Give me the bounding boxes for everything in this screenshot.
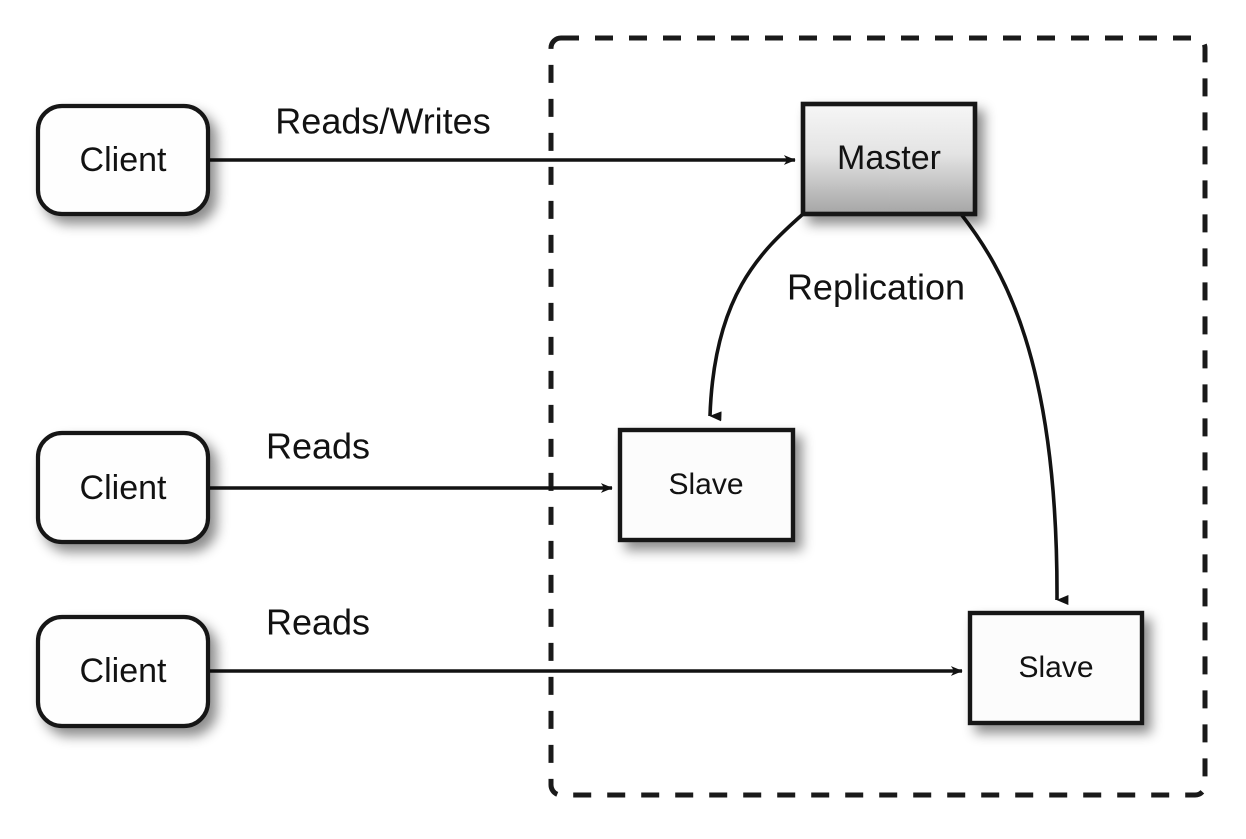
edge-label-replication: Replication: [787, 267, 965, 308]
slave-2-label: Slave: [1018, 651, 1093, 684]
client-3-box[interactable]: [35, 614, 211, 729]
client-1-box[interactable]: [35, 103, 211, 217]
database-cluster-boundary: [548, 35, 1208, 798]
edge-label-reads-writes: Reads/Writes: [275, 101, 490, 142]
client-2-label: Client: [80, 469, 167, 507]
edge-master-slave2-curve: [959, 212, 1069, 606]
edge-master-slave1: [708, 212, 805, 422]
slave-1-label: Slave: [668, 468, 743, 501]
slave-1-box[interactable]: [617, 427, 796, 543]
edge-master-slave1-curve: [708, 212, 805, 422]
node-slave-1[interactable]: Slave: [617, 427, 796, 543]
slave-2-box[interactable]: [967, 610, 1145, 726]
client-3-label: Client: [80, 652, 167, 690]
edge-label-reads-slave1: Reads: [266, 426, 370, 467]
client-2-box[interactable]: [35, 430, 211, 545]
master-label: Master: [837, 139, 941, 177]
master-box[interactable]: [800, 101, 978, 217]
node-master[interactable]: Master: [800, 101, 978, 217]
client-1-label: Client: [80, 141, 167, 179]
node-client-1[interactable]: Client: [35, 103, 211, 217]
node-slave-2[interactable]: Slave: [967, 610, 1145, 726]
edge-master-slave2: [959, 212, 1069, 606]
node-client-3[interactable]: Client: [35, 614, 211, 729]
edge-label-reads-slave2: Reads: [266, 602, 370, 643]
node-client-2[interactable]: Client: [35, 430, 211, 545]
